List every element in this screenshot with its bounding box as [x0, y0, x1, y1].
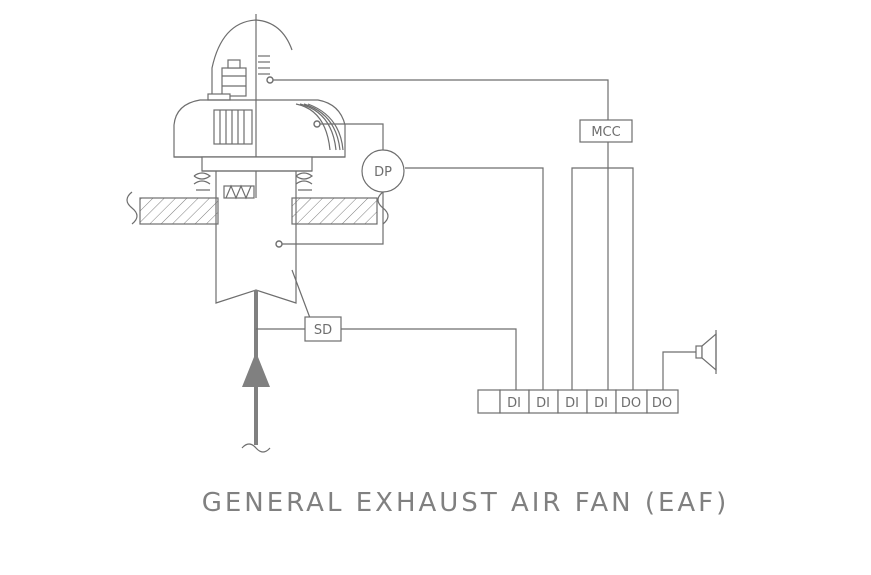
control-wiring [256, 79, 696, 390]
motor-status-point [266, 76, 274, 84]
fan-pressure-point [313, 120, 321, 128]
diagram-title: GENERAL EXHAUST AIR FAN (EAF) [201, 488, 730, 518]
exhaust-duct [215, 198, 311, 319]
dp-label: DP [374, 165, 392, 180]
io-terminal-strip: DI DI DI DI DO DO [477, 389, 679, 414]
duct-pressure-point [275, 240, 283, 248]
roof-slab [126, 191, 389, 225]
io-label-6: DO [652, 396, 672, 411]
vent-ribs [295, 103, 344, 151]
io-label-4: DI [594, 396, 608, 411]
smoke-detector: SD [304, 316, 342, 342]
airflow-arrow [241, 290, 271, 453]
mcc-panel: MCC [579, 119, 633, 143]
io-label-5: DO [621, 396, 641, 411]
sd-label: SD [314, 323, 332, 338]
io-label-2: DI [536, 396, 550, 411]
differential-pressure-switch: DP [361, 149, 405, 193]
mcc-label: MCC [591, 125, 620, 140]
io-label-3: DI [565, 396, 579, 411]
io-label-1: DI [507, 396, 521, 411]
exhaust-fan [173, 14, 346, 200]
alarm-horn-icon [695, 330, 717, 374]
